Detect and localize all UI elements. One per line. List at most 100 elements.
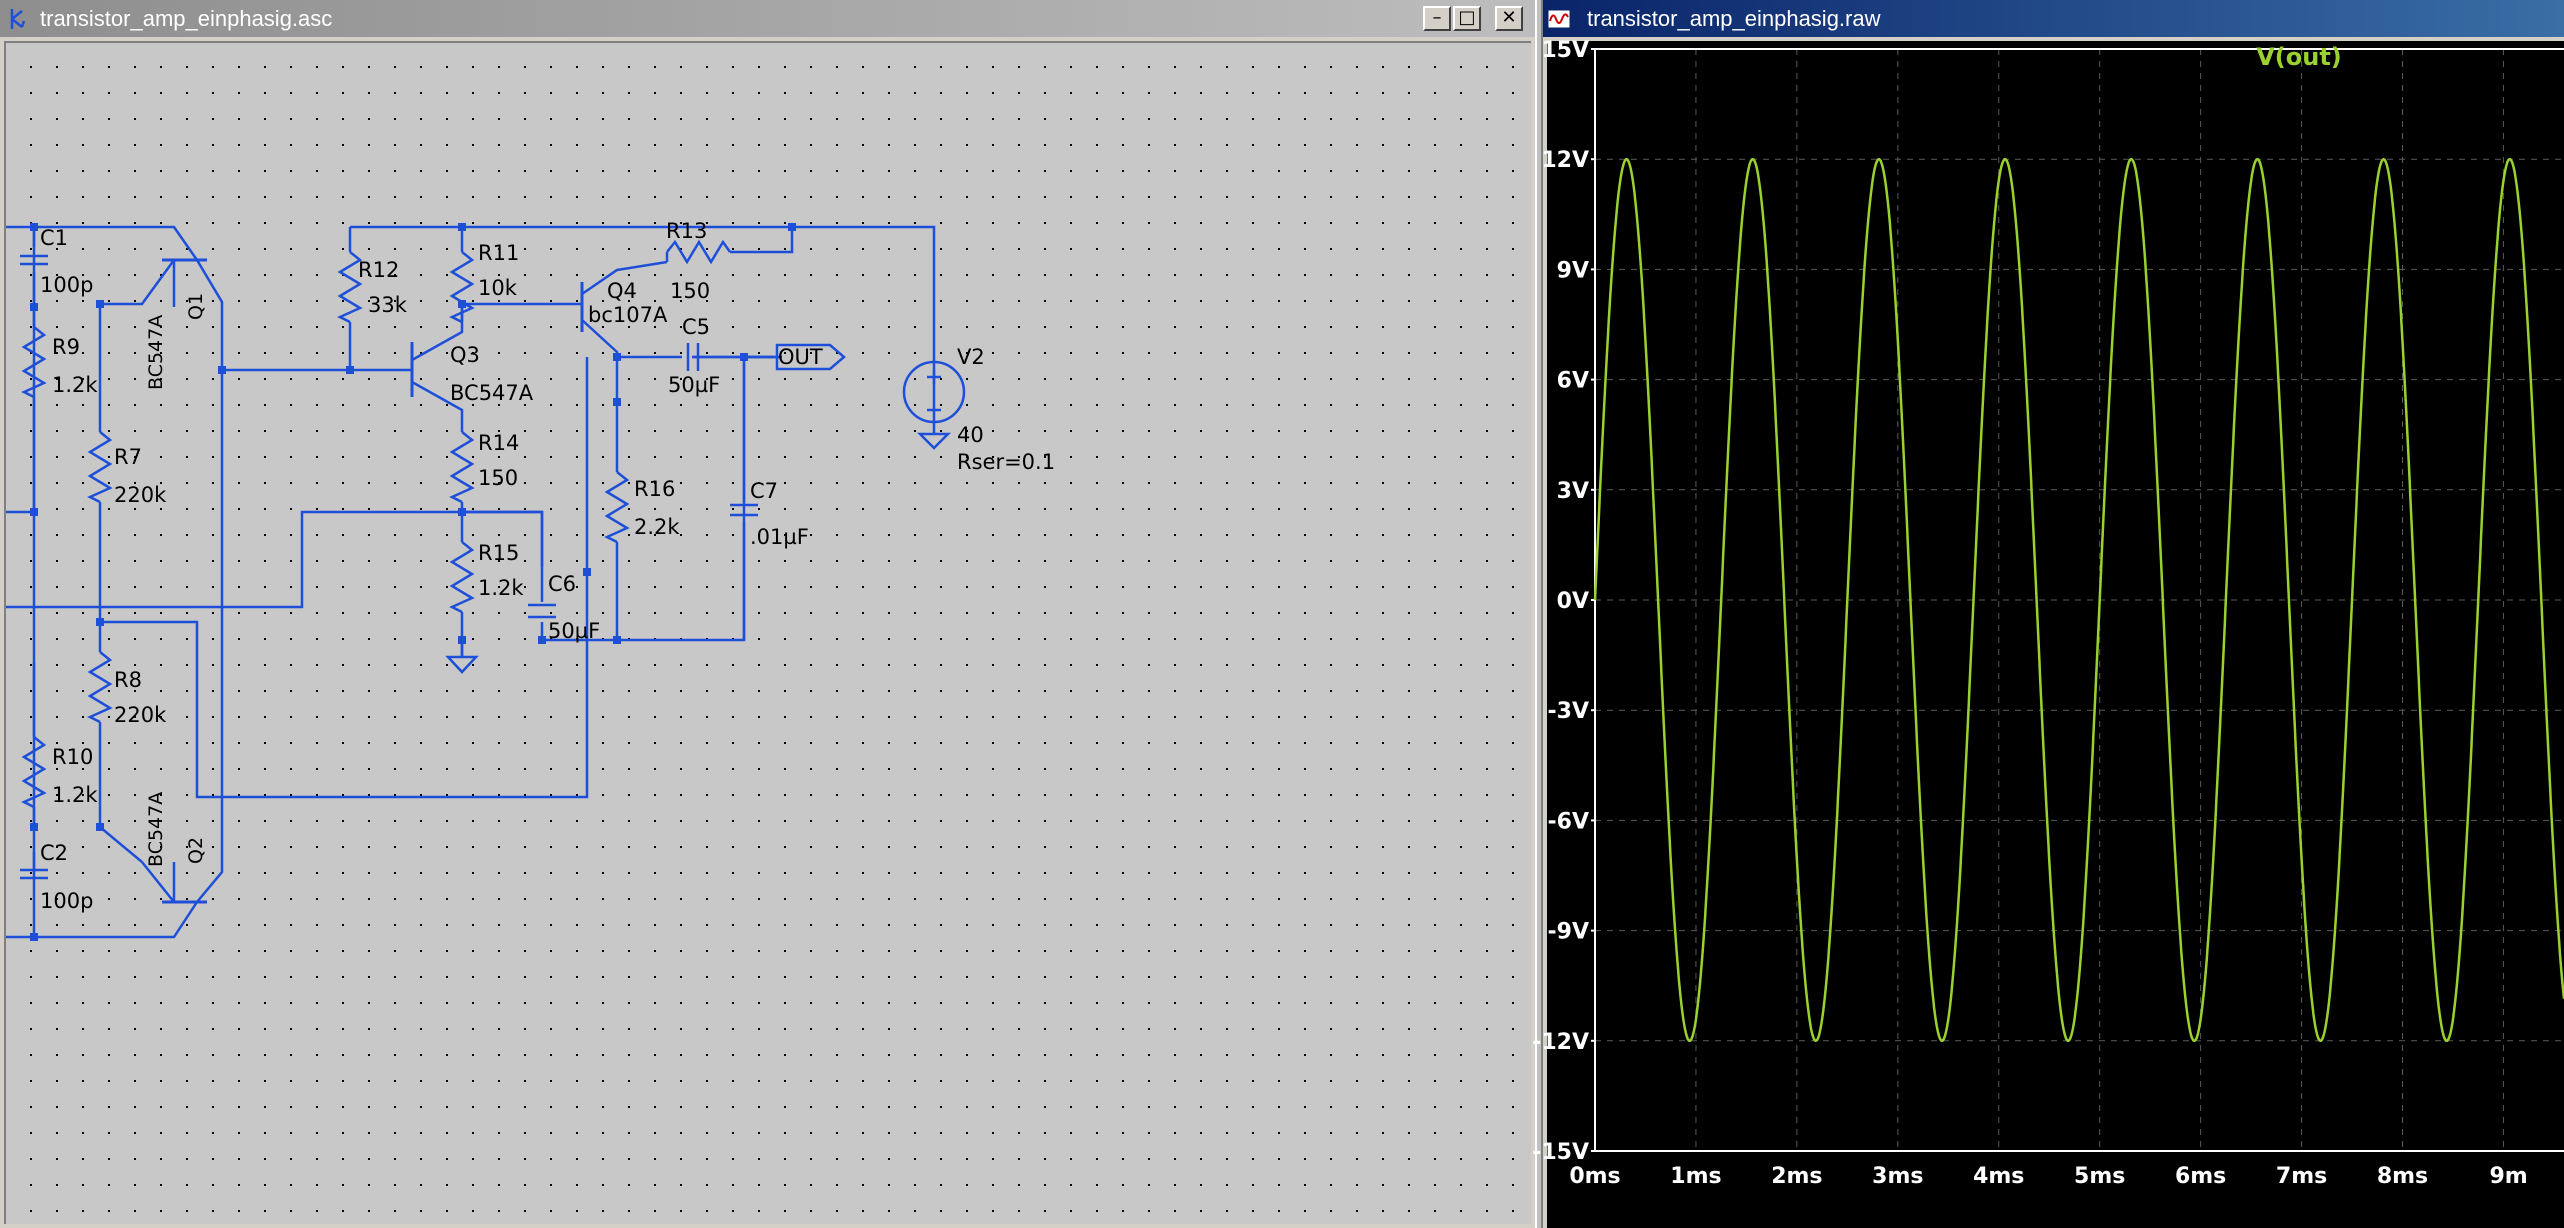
trace-legend[interactable]: V(out) [2256, 43, 2342, 71]
label-c1: C1 [40, 226, 68, 250]
y-tick-label: 15V [1541, 38, 1589, 63]
label-out: OUT [778, 345, 823, 369]
label-c2: C2 [40, 841, 68, 865]
resistor-r9 [21, 326, 47, 399]
x-tick-label: 9m [2489, 1164, 2527, 1189]
value-r8: 220k [114, 703, 167, 727]
capacitor-c6 [528, 603, 556, 619]
value-r7: 220k [114, 483, 167, 507]
resistor-r16 [604, 471, 630, 544]
resistors [21, 239, 732, 809]
waveform-plot[interactable]: 15V 12V 9V 6V 3V 0V -3V -6V -9V -12V -15V 0ms 1ms 2m… [1532, 38, 2564, 1228]
value-c6: 50µF [548, 619, 600, 643]
x-tick-label: 3ms [1872, 1164, 1923, 1189]
label-r7: R7 [114, 445, 142, 469]
label-r8: R8 [114, 668, 142, 692]
schematic-title: transistor_amp_einphasig.asc [40, 6, 333, 31]
window-divider [1535, 0, 1543, 1228]
value-v2-rser: Rser=0.1 [957, 450, 1055, 474]
capacitor-c2 [20, 868, 48, 880]
waveform-document-icon [1547, 9, 1571, 29]
value-v2: 40 [957, 423, 984, 447]
resistor-r8 [87, 651, 113, 724]
y-tick-label: 6V [1557, 369, 1589, 394]
trace-vout [1593, 157, 2564, 1043]
label-r11: R11 [478, 241, 519, 265]
resistor-r13 [666, 239, 732, 265]
label-c5: C5 [682, 315, 710, 339]
x-tick-label: 5ms [2074, 1164, 2125, 1189]
ground-symbol [445, 655, 479, 674]
resistor-r14 [449, 431, 475, 504]
label-r9: R9 [52, 335, 80, 359]
x-tick-label: 7ms [2276, 1164, 2327, 1189]
label-r13: R13 [666, 219, 707, 243]
minimize-button[interactable]: – [1423, 6, 1451, 31]
plot-grid [1594, 48, 2564, 1152]
schematic-document-icon [10, 9, 26, 29]
label-v2: V2 [957, 345, 985, 369]
capacitors [20, 254, 758, 880]
x-tick-label: 6ms [2175, 1164, 2226, 1189]
label-r15: R15 [478, 541, 519, 565]
y-tick-label: 9V [1557, 258, 1589, 283]
capacitor-c5 [686, 343, 700, 371]
x-tick-label: 2ms [1771, 1164, 1822, 1189]
waveform-window[interactable]: transistor_amp_einphasig.raw 15V 12V 9V 6V 3… [1532, 0, 2564, 1228]
close-button[interactable]: ✕ [1495, 6, 1523, 31]
capacitor-c7 [730, 503, 758, 517]
label-q4: Q4 [607, 279, 637, 303]
value-r13: 150 [670, 279, 710, 303]
value-c7: .01µF [750, 525, 809, 549]
y-tick-label: 0V [1557, 589, 1589, 614]
label-r14: R14 [478, 431, 519, 455]
label-r10: R10 [52, 745, 93, 769]
value-r14: 150 [478, 466, 518, 490]
label-c6: C6 [548, 572, 576, 596]
out-net-flag [744, 343, 846, 371]
y-axis-ticks: 15V 12V 9V 6V 3V 0V -3V -6V -9V -12V -15V [1532, 38, 1595, 1165]
schematic-canvas[interactable]: C1 100p R9 1.2k R7 220k R8 220k R10 1.2k… [4, 41, 1533, 1226]
waveform-plot-svg: 15V 12V 9V 6V 3V 0V -3V -6V -9V -12V -15V 0ms 1ms 2m… [1532, 38, 2564, 1189]
value-r11: 10k [478, 276, 518, 300]
y-tick-label: -12V [1532, 1030, 1589, 1055]
waveform-title-bar[interactable]: transistor_amp_einphasig.raw [1543, 0, 2564, 37]
schematic-title-bar[interactable]: transistor_amp_einphasig.asc – □ ✕ [0, 0, 1535, 37]
y-tick-label: 12V [1541, 148, 1589, 173]
y-tick-label: -6V [1548, 809, 1589, 834]
resistor-r12 [337, 251, 363, 324]
value-q4: bc107A [588, 303, 668, 327]
x-axis-ticks: 0ms 1ms 2ms 3ms 4ms 5ms 6ms 7ms 8ms 9m [1569, 1164, 2527, 1189]
value-q2: BC547A [145, 792, 167, 867]
transistor-bars [162, 258, 584, 904]
value-r16: 2.2k [634, 515, 680, 539]
label-r12: R12 [358, 258, 399, 282]
label-q3: Q3 [450, 343, 480, 367]
y-tick-label: 3V [1557, 479, 1589, 504]
label-q1: Q1 [185, 293, 207, 320]
value-c2: 100p [40, 889, 93, 913]
y-tick-label: -3V [1548, 699, 1589, 724]
junctions [30, 223, 796, 941]
x-tick-label: 1ms [1670, 1164, 1721, 1189]
value-q3: BC547A [450, 381, 534, 405]
resistor-r11 [449, 251, 475, 324]
resistor-r7 [87, 431, 113, 504]
value-r10: 1.2k [52, 783, 98, 807]
x-tick-label: 4ms [1973, 1164, 2024, 1189]
schematic-window[interactable]: transistor_amp_einphasig.asc – □ ✕ [0, 0, 1535, 1228]
value-c1: 100p [40, 273, 93, 297]
x-tick-label: 0ms [1569, 1164, 1620, 1189]
maximize-button[interactable]: □ [1453, 6, 1481, 31]
y-tick-label: -9V [1548, 920, 1589, 945]
grid-dots [6, 43, 1533, 1226]
value-r12: 33k [368, 293, 408, 317]
resistor-r15 [449, 541, 475, 614]
y-tick-label: -15V [1532, 1140, 1589, 1165]
waveform-title: transistor_amp_einphasig.raw [1587, 6, 1881, 31]
voltage-source-v2 [902, 360, 966, 450]
value-q1: BC547A [145, 315, 167, 390]
value-r9: 1.2k [52, 373, 98, 397]
x-tick-label: 8ms [2377, 1164, 2428, 1189]
